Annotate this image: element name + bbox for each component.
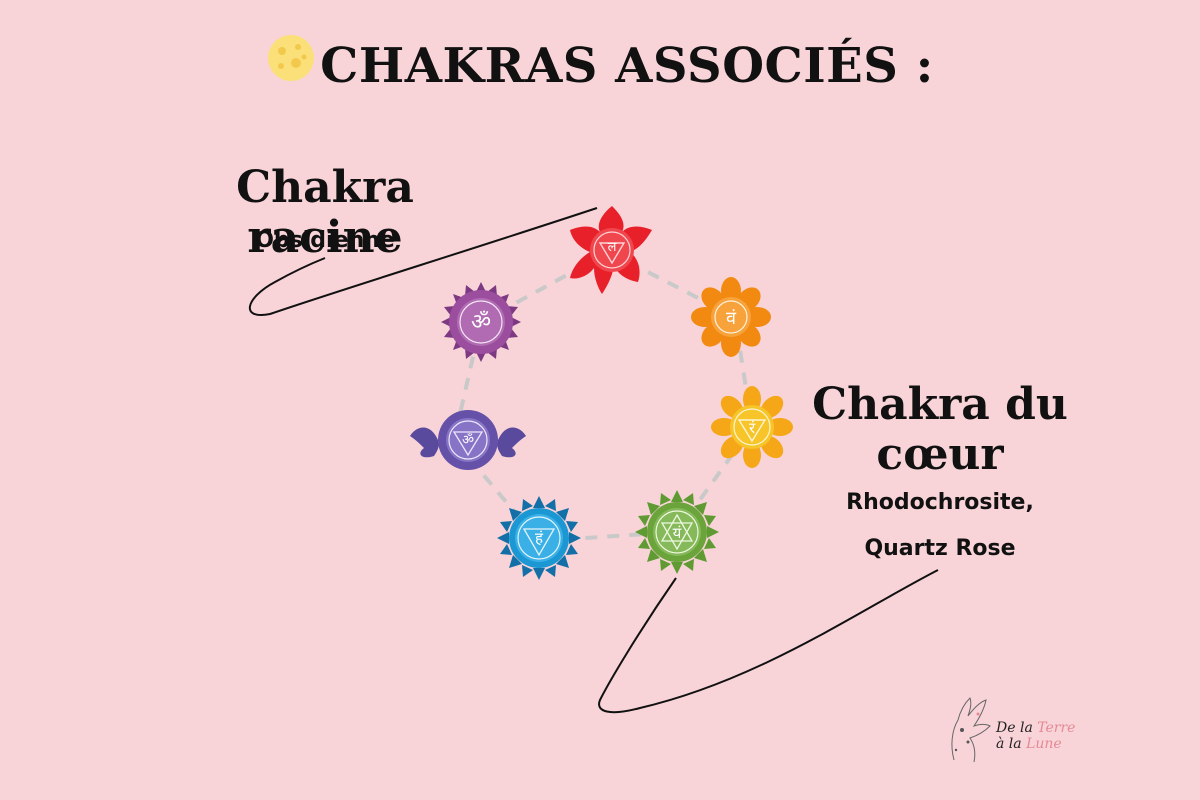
logo-text-part1: De la [996, 720, 1033, 736]
heart-chakra-icon: यं [635, 490, 719, 574]
throat-chakra-icon: हं [497, 496, 581, 580]
third-eye-chakra-icon: ॐ [410, 410, 526, 470]
brand-logo: De la Terre à la Lune [944, 690, 1084, 770]
coeur-label-title-line1: Chakra du [812, 379, 1068, 430]
coeur-label-title-line2: cœur [876, 429, 1004, 480]
logo-text-part3: à la [996, 736, 1022, 752]
page-title: CHAKRAS ASSOCIÉS : [0, 33, 1200, 97]
crown-chakra-icon: ॐ [441, 282, 521, 362]
coeur-label-title: Chakra du cœur [800, 380, 1080, 480]
svg-text:रं: रं [749, 419, 756, 437]
svg-text:वं: वं [726, 308, 737, 329]
logo-text-part4: Lune [1026, 736, 1062, 752]
sacral-chakra-icon: वं [691, 277, 771, 357]
svg-text:हं: हं [535, 529, 544, 547]
solar-plexus-chakra-icon: रं [711, 386, 793, 468]
racine-label-stones: Obsidienne [255, 228, 395, 253]
racine-connector-line [249, 207, 598, 316]
coeur-label-stones-line1: Rhodochrosite, [846, 490, 1034, 515]
moon-icon [266, 33, 316, 97]
racine-label-title: Chakra racine [236, 162, 414, 263]
logo-text-part2: Terre [1037, 720, 1076, 736]
page-title-text: CHAKRAS ASSOCIÉS : [320, 38, 934, 94]
svg-text:ल: ल [608, 240, 617, 255]
coeur-label-stones-line2: Quartz Rose [864, 536, 1016, 561]
svg-text:ॐ: ॐ [471, 310, 491, 335]
svg-text:यं: यं [673, 524, 682, 542]
coeur-connector-line [598, 569, 939, 714]
svg-text:ॐ: ॐ [462, 433, 474, 448]
hand-drawing-icon [951, 697, 991, 763]
root-chakra-icon: ल [570, 206, 652, 294]
